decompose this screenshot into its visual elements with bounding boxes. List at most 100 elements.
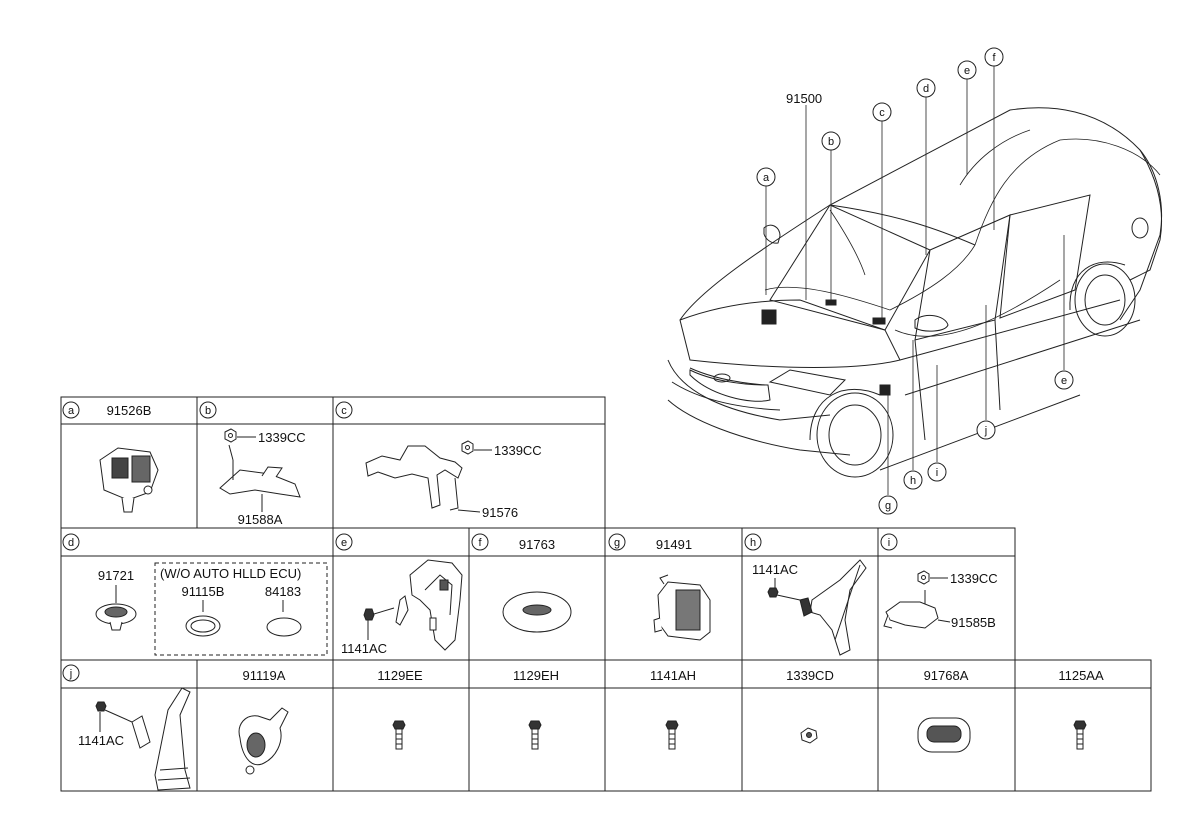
nut-icon [224,428,237,443]
grommet-icon [238,707,289,775]
bolt-icon [363,607,395,621]
bolt-icon [392,720,406,750]
cell-letter: b [205,405,211,417]
cell-letter: c [341,405,347,417]
plug-icon [917,717,971,753]
ring-icon [185,615,221,637]
callout-letter: a [763,172,770,184]
pillar-bracket-icon [131,687,191,791]
part-code: 91526B [107,403,152,418]
car-callout-j: j [976,420,996,440]
optional-note: (W/O AUTO HLLD ECU) [160,566,301,581]
callout-letter: e [964,65,970,77]
part-code: 91491 [656,537,692,552]
part-code: 91588A [238,512,283,527]
bolt-icon [767,587,801,601]
pillar-bracket-icon [799,559,867,656]
optional-group-box [154,562,328,656]
grommet-icon [95,603,137,631]
cell-e: e 1141AC [335,533,463,656]
bolt-icon [95,701,133,723]
bolt-code: 1339CC [950,571,998,586]
part-cell-91768A: 91768A [917,668,971,753]
bracket-icon [219,444,301,498]
car-callout-a: a [756,167,776,187]
callout-letter: c [879,107,885,119]
callout-letter: f [992,52,996,64]
part-code: 1141AH [650,668,696,683]
part-cell-1339CD: 1339CD [786,668,834,744]
cell-letter: e [341,537,347,549]
cell-g: g 91491 [608,533,711,641]
nut-icon [917,570,930,585]
part-code: 91115B [182,584,225,599]
nut-icon [800,727,818,744]
bolt-code: 1141AC [752,562,798,577]
callout-letter: h [910,475,916,487]
part-cell-1141AH: 1141AH [650,668,696,750]
part-code: 1125AA [1058,668,1104,683]
bolt-code: 1339CC [494,443,542,458]
car-callout-b: b [821,131,841,151]
module-icon [653,574,711,641]
cell-letter: i [888,537,890,549]
part-code: 91721 [98,568,134,583]
cell-a: a 91526B [62,401,159,513]
callout-leader-lines [765,66,1065,495]
main-part-label: 91500 [786,91,822,106]
callout-letter: j [984,425,987,437]
sensor-bracket-icon [883,590,939,629]
cell-d: d 91721 (W/O AUTO HLLD ECU) 91115B 84183 [62,533,328,656]
nut-icon [461,440,474,455]
cell-letter: f [478,537,482,549]
part-code: 91585B [951,615,996,630]
bolt-icon [665,720,679,750]
car-callout-h: h [903,470,923,490]
part-code: 1339CD [786,668,834,683]
cell-j: j 1141AC [62,664,191,791]
part-code: 84183 [265,584,301,599]
cell-letter: g [614,537,620,549]
car-callout-c: c [872,102,892,122]
part-code: 91763 [519,537,555,552]
callout-letter: d [923,83,929,95]
cell-h: h 1141AC [744,533,867,656]
part-cell-1129EH: 1129EH [513,668,559,750]
part-code: 91119A [243,668,286,683]
callout-letter: e [1061,375,1067,387]
cell-c: c 1339CC 91576 [335,401,542,520]
connector-icon [99,447,159,513]
part-code: 1129EH [513,668,559,683]
car-callout-g: g [878,495,898,515]
cell-b: b 1339CC 91588A [199,401,306,527]
bracket-icon [365,445,463,511]
part-code: 91576 [482,505,518,520]
car-callout-e-top: e [957,60,977,80]
bolt-code: 1141AC [341,641,387,656]
callout-letter: g [885,500,891,512]
car-callout-i: i [927,462,947,482]
part-cell-1129EE: 1129EE [377,668,423,750]
car-callout-e-bottom: e [1054,370,1074,390]
panel-bracket-icon [395,559,463,651]
bolt-code: 1141AC [78,733,124,748]
car-callout-d: d [916,78,936,98]
part-code: 91768A [924,668,969,683]
cell-letter: j [69,668,72,680]
part-code: 1129EE [377,668,423,683]
bolt-code: 1339CC [258,430,306,445]
vehicle-illustration [667,107,1163,478]
callout-letter: i [936,467,938,479]
cell-i: i 1339CC 91585B [880,533,998,630]
pad-icon [266,617,302,637]
cell-letter: h [750,537,756,549]
part-cell-91119A: 91119A [238,668,289,775]
part-cell-1125AA: 1125AA [1058,668,1104,750]
bolt-icon [528,720,542,750]
parts-table-grid [60,396,1152,792]
cell-letter: d [68,537,74,549]
cell-letter: a [68,405,75,417]
callout-letter: b [828,136,834,148]
car-callout-f: f [984,47,1004,67]
